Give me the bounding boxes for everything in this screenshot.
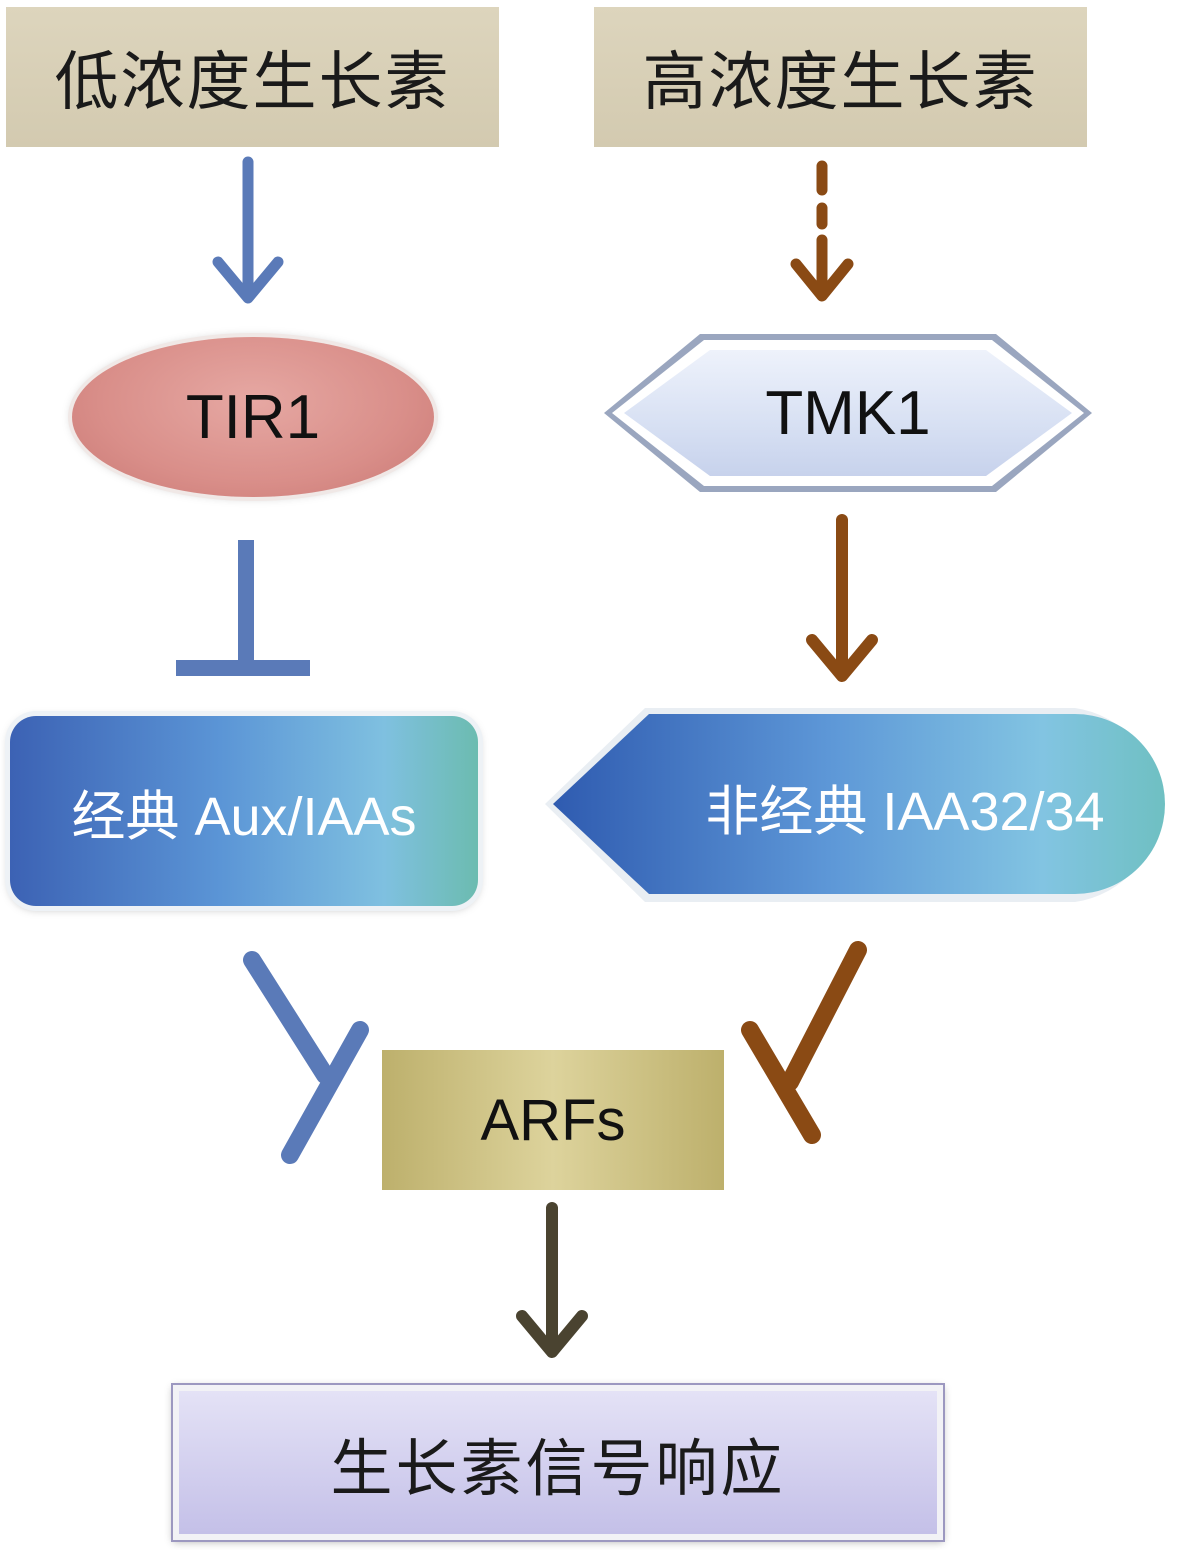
low-auxin-label: 低浓度生长素 — [54, 46, 451, 120]
noncanonical-iaa-node: 非经典 IAA32/34 — [545, 706, 1175, 906]
inhibition-iaa32-34-to-arfs — [741, 941, 867, 1144]
inhibition-tir1-to-aux-iaas — [176, 540, 310, 676]
high-auxin-label: 高浓度生长素 — [642, 46, 1039, 120]
noncanonical-shape — [545, 708, 1165, 902]
tir1-node: TIR1 — [72, 337, 434, 497]
canonical-aux-iaas-label: 经典 Aux/IAAs — [71, 786, 417, 847]
arfs-box: ARFs — [382, 1050, 724, 1190]
arrow-tmk1-to-iaa32-34 — [806, 514, 878, 682]
auxin-response-box: 生长素信号响应 — [173, 1385, 943, 1540]
tmk1-node: TMK1 — [600, 330, 1096, 496]
arrow-high-to-tmk1 — [790, 160, 854, 302]
canonical-aux-iaas-box: 经典 Aux/IAAs — [10, 716, 478, 906]
low-auxin-box: 低浓度生长素 — [6, 7, 499, 147]
high-auxin-box: 高浓度生长素 — [594, 7, 1087, 147]
inhibition-aux-iaas-to-arfs — [243, 951, 369, 1164]
tmk1-label: TMK1 — [765, 378, 931, 448]
arfs-label: ARFs — [480, 1087, 626, 1153]
tir1-label: TIR1 — [185, 382, 321, 452]
arrow-arfs-to-response — [516, 1202, 588, 1358]
auxin-response-label: 生长素信号响应 — [330, 1431, 786, 1505]
tmk1-hexagon-shape — [604, 334, 1092, 492]
arrow-low-to-tir1 — [212, 156, 284, 304]
noncanonical-iaa-label: 非经典 IAA32/34 — [705, 781, 1105, 842]
